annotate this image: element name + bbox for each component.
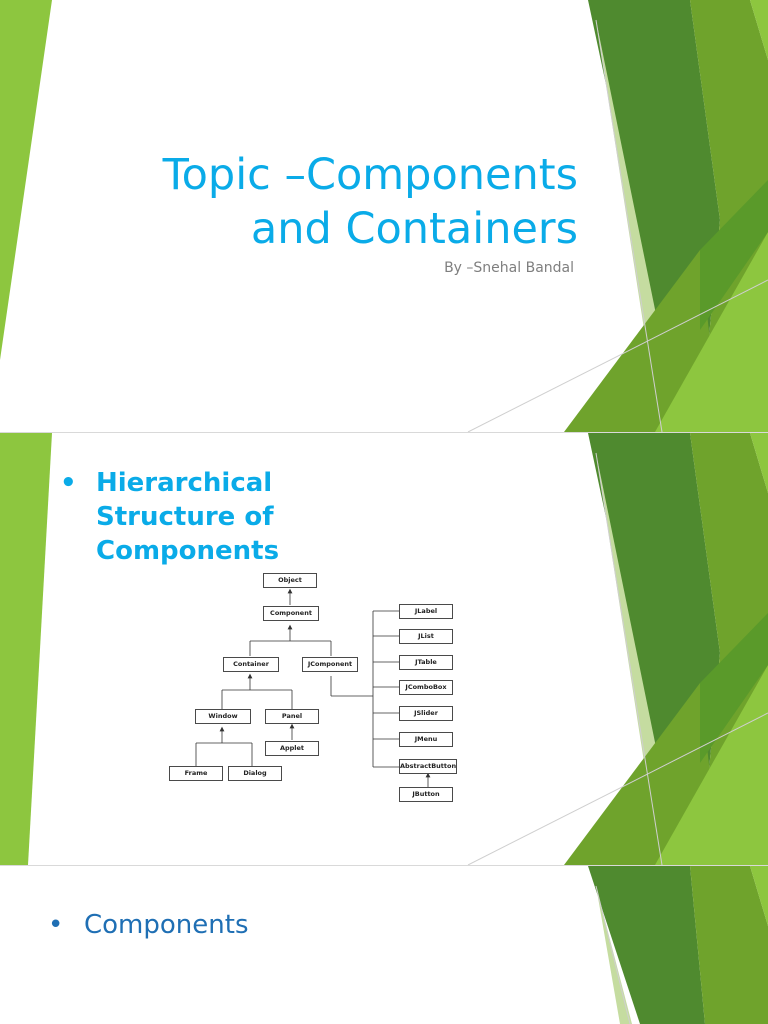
node-jlist: JList	[399, 629, 453, 644]
node-jmenu: JMenu	[399, 732, 453, 747]
hierarchy-connector-lines	[195, 588, 431, 787]
node-jslider: JSlider	[399, 706, 453, 721]
node-panel: Panel	[265, 709, 319, 724]
slide-title: Topic –Components and Containers	[0, 148, 578, 256]
bullet: •	[48, 910, 64, 940]
slide-1: Topic –Components and Containers By –Sne…	[0, 0, 768, 432]
slide-separator	[0, 432, 768, 433]
slide-3	[0, 866, 768, 1024]
node-container: Container	[223, 657, 279, 672]
slide-2-green-decoration	[0, 433, 768, 865]
bullet: •	[60, 468, 77, 498]
component-hierarchy-diagram: Object Component Container JComponent Wi…	[166, 570, 462, 816]
slide-subtitle: By –Snehal Bandal	[444, 260, 574, 276]
components-bullet-text: Components	[84, 910, 249, 940]
components-bullet: • Components	[48, 907, 249, 943]
slide-1-green-decoration	[0, 0, 768, 432]
hierarchy-heading-text: Hierarchical Structure of Components	[96, 468, 280, 566]
node-applet: Applet	[265, 741, 319, 756]
node-object: Object	[263, 573, 317, 588]
node-jcomponent: JComponent	[302, 657, 358, 672]
node-jbutton: JButton	[399, 787, 453, 802]
node-window: Window	[195, 709, 251, 724]
node-jcombobox: JComboBox	[399, 680, 453, 695]
node-frame: Frame	[169, 766, 223, 781]
node-jtable: JTable	[399, 655, 453, 670]
slide-title-line-2: and Containers	[250, 204, 578, 254]
node-abstractbutton: AbstractButton	[399, 759, 457, 774]
slide-title-line-1: Topic –Components	[162, 150, 578, 200]
node-jlabel: JLabel	[399, 604, 453, 619]
node-component: Component	[263, 606, 319, 621]
hierarchy-heading: • Hierarchical Structure of Components	[60, 466, 336, 568]
slide-2	[0, 433, 768, 865]
node-dialog: Dialog	[228, 766, 282, 781]
slide-separator	[0, 865, 768, 866]
slide-3-green-decoration	[588, 866, 768, 1024]
